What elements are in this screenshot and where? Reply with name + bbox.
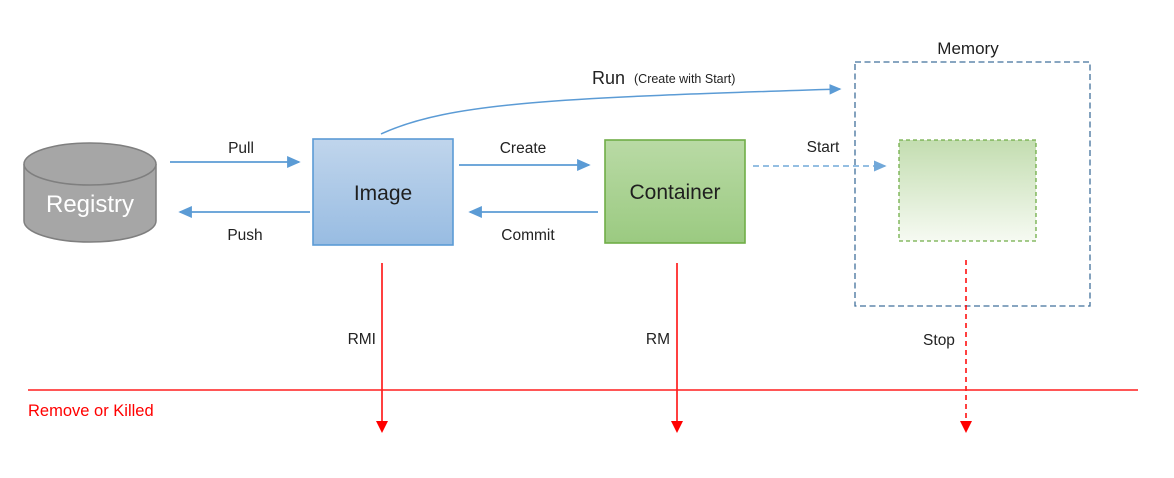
create-label: Create	[500, 140, 547, 157]
start-label: Start	[807, 139, 840, 156]
push-label: Push	[227, 227, 262, 244]
run-note-label: (Create with Start)	[634, 72, 735, 86]
memory-label: Memory	[937, 39, 999, 58]
container-label: Container	[629, 181, 720, 204]
remove-killed-label: Remove or Killed	[28, 402, 154, 420]
running-container-box	[898, 139, 1037, 242]
container-node: Container	[604, 139, 746, 244]
registry-cylinder-top	[23, 142, 157, 186]
image-label: Image	[354, 182, 412, 205]
registry-label: Registry	[46, 191, 134, 218]
registry-node: Registry	[23, 142, 157, 243]
rm-label: RM	[646, 331, 670, 348]
stop-label: Stop	[923, 332, 955, 349]
container-box	[604, 139, 746, 244]
memory-node: Memory	[854, 39, 1091, 307]
run-arrow	[380, 84, 842, 135]
image-node: Image	[312, 138, 454, 246]
image-box	[312, 138, 454, 246]
registry-cylinder-body	[23, 164, 157, 243]
run-label: Run	[592, 68, 625, 88]
pull-label: Pull	[228, 140, 254, 157]
rmi-label: RMI	[348, 331, 376, 348]
memory-box	[854, 61, 1091, 307]
commit-label: Commit	[501, 227, 555, 244]
